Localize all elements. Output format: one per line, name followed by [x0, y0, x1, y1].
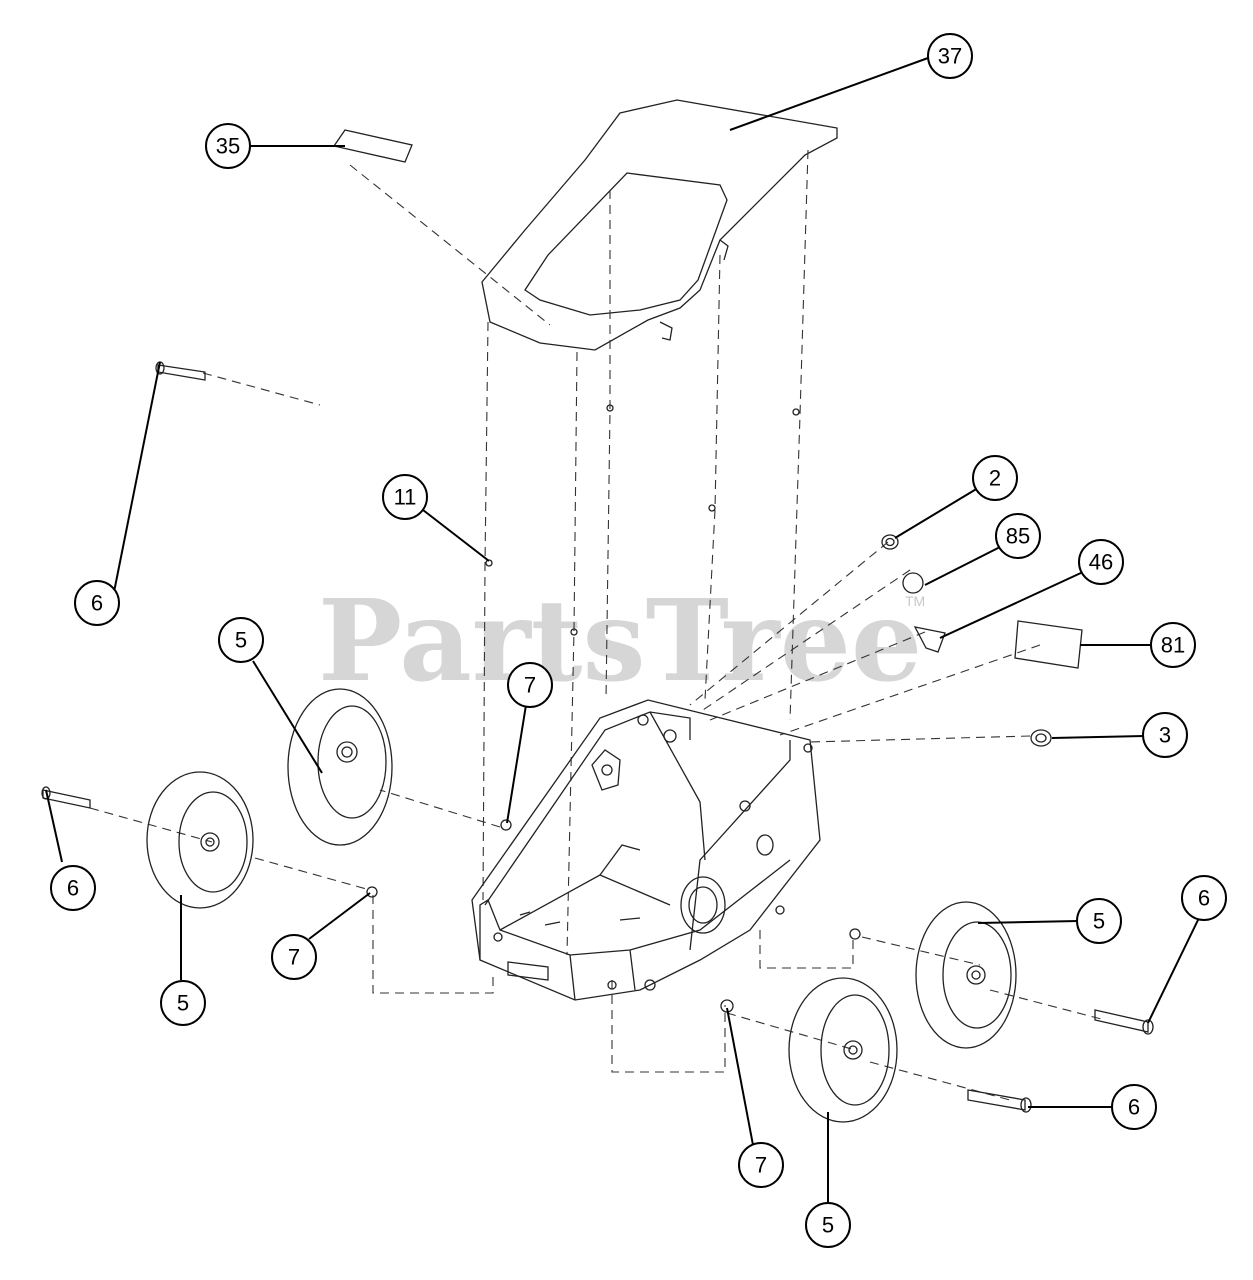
- watermark: PartsTree TM: [318, 576, 925, 707]
- main-frame: [471, 699, 821, 1001]
- callout-label: 5: [1093, 909, 1105, 934]
- callout-6-upper-left: 6: [74, 580, 120, 626]
- part-2-bushing: [881, 534, 899, 550]
- callout-label: 7: [755, 1153, 767, 1178]
- callout-label: 6: [67, 876, 79, 901]
- callout-35: 35: [205, 123, 251, 169]
- callout-11: 11: [382, 474, 428, 520]
- callout-label: 5: [822, 1213, 834, 1238]
- axle-bolts: [41, 361, 1154, 1113]
- wheel-lower-left: [146, 771, 254, 909]
- watermark-trademark: TM: [905, 593, 925, 609]
- callout-5-upper-left: 5: [218, 617, 264, 663]
- wheel-lower-right: [788, 977, 898, 1123]
- small-hardware: [366, 404, 1083, 1013]
- watermark-text: PartsTree: [318, 576, 922, 707]
- part-7-nut: [500, 819, 512, 831]
- part-37-handle-cover: [481, 99, 838, 351]
- callout-7-center: 7: [507, 662, 553, 708]
- callout-6-lower-right: 6: [1111, 1084, 1157, 1130]
- callout-3: 3: [1142, 712, 1188, 758]
- callout-7-left: 7: [271, 934, 317, 980]
- callout-label: 2: [989, 466, 1001, 491]
- callout-label: 7: [288, 945, 300, 970]
- callout-label: 35: [216, 134, 240, 159]
- callout-label: 46: [1089, 550, 1113, 575]
- callout-7-right: 7: [738, 1142, 784, 1188]
- callout-5-lower-left: 5: [160, 980, 206, 1026]
- part-46-clip: [913, 626, 946, 653]
- callout-6-lower-left: 6: [50, 865, 96, 911]
- callout-label: 6: [91, 591, 103, 616]
- callout-label: 6: [1128, 1095, 1140, 1120]
- callout-label: 5: [235, 628, 247, 653]
- callout-label: 5: [177, 991, 189, 1016]
- callout-6-upper-right: 6: [1181, 875, 1227, 921]
- callout-85: 85: [995, 513, 1041, 559]
- callout-label: 7: [524, 673, 536, 698]
- part-81-decal: [1014, 620, 1083, 669]
- callout-label: 3: [1159, 723, 1171, 748]
- callout-5-lower-right: 5: [805, 1202, 851, 1248]
- callout-46: 46: [1078, 539, 1124, 585]
- wheel-upper-left: [287, 688, 393, 846]
- callout-label: 6: [1198, 886, 1210, 911]
- callout-2: 2: [972, 455, 1018, 501]
- leader-lines: [45, 57, 1199, 1202]
- callout-81: 81: [1150, 622, 1196, 668]
- callout-label: 11: [394, 485, 417, 510]
- callout-label: 81: [1161, 633, 1185, 658]
- callout-37: 37: [927, 33, 973, 79]
- callout-5-upper-right: 5: [1076, 898, 1122, 944]
- part-7-nut: [366, 886, 378, 898]
- callout-label: 37: [938, 44, 962, 69]
- part-35-decal: [332, 129, 413, 163]
- part-7-nut: [849, 928, 861, 940]
- part-3-bushing: [1030, 729, 1052, 747]
- wheel-upper-right: [915, 901, 1017, 1049]
- callout-label: 85: [1006, 524, 1030, 549]
- part-85-disc: [902, 572, 924, 594]
